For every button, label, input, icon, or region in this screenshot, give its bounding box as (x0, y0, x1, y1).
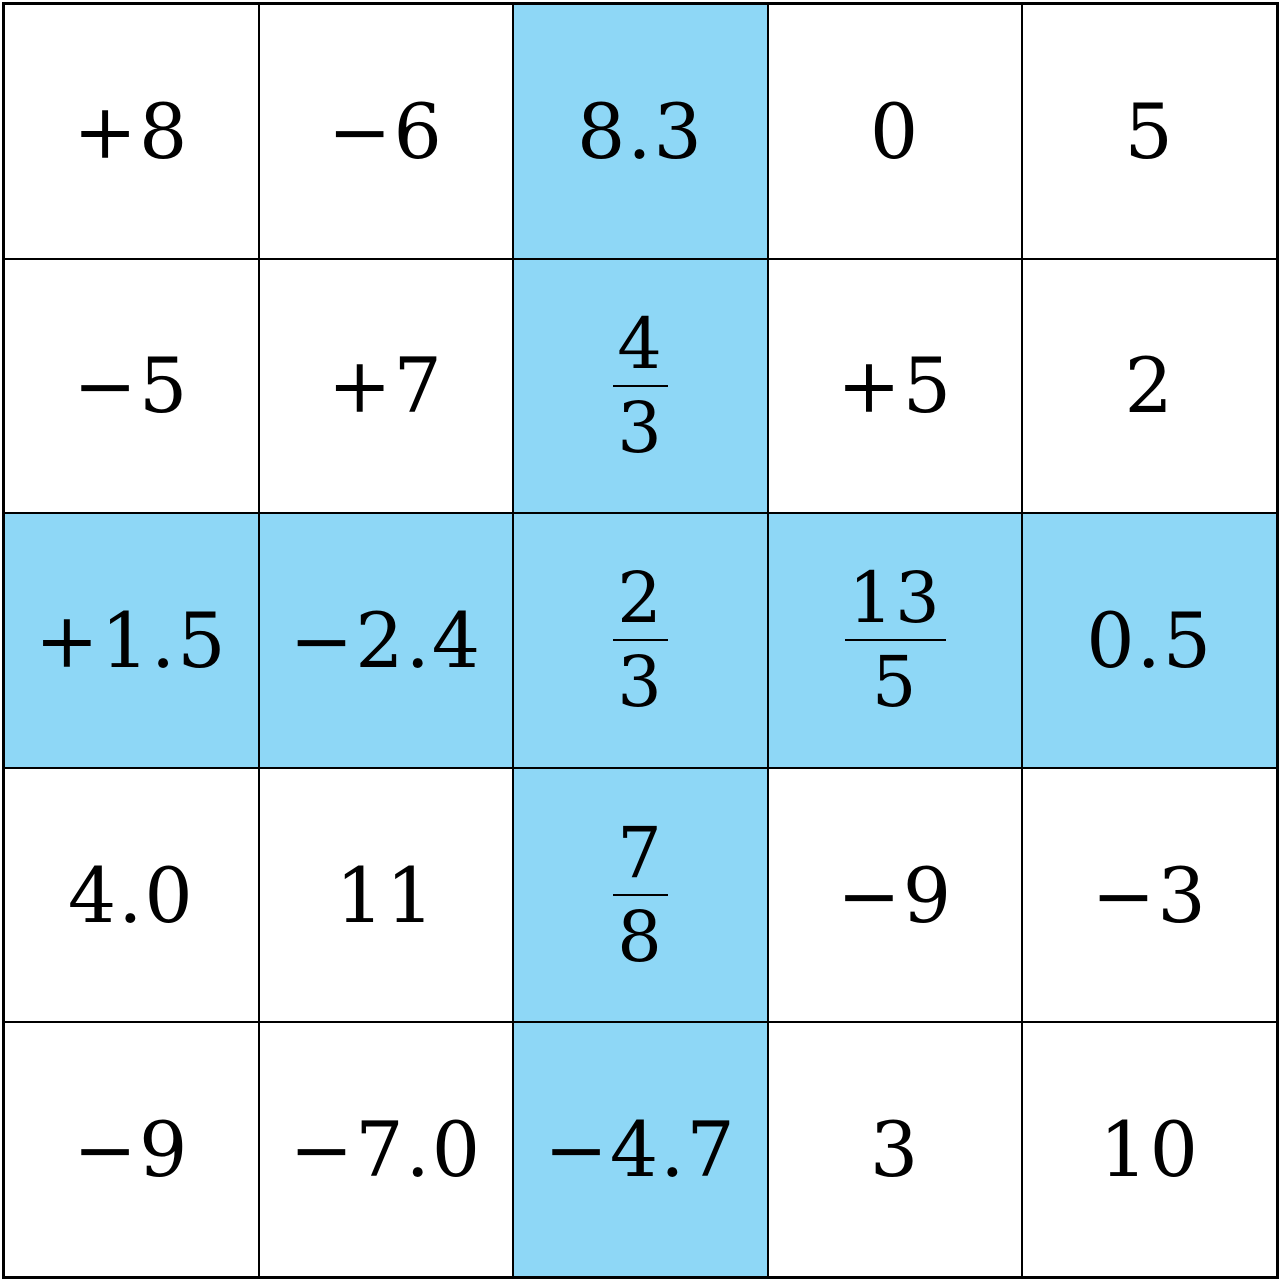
grid-cell-r3-c1: +1.5 (3, 512, 260, 769)
cell-value: +8 (73, 86, 190, 176)
grid-cell-r2-c2: +7 (257, 257, 515, 515)
cell-value: +7 (327, 341, 444, 431)
cell-value: 11 (335, 850, 437, 940)
cell-value: +5 (837, 341, 954, 431)
grid-cell-r5-c2: −7.0 (257, 1021, 515, 1278)
cell-value: 10 (1099, 1105, 1201, 1195)
grid-cell-r2-c5: 2 (1021, 257, 1278, 515)
cell-value: 8.3 (577, 86, 704, 176)
fraction-numerator: 13 (848, 557, 942, 640)
fraction-denominator: 8 (617, 896, 664, 979)
cell-value: −7.0 (289, 1105, 483, 1195)
cell-value: −9 (837, 850, 954, 940)
cell-value: +1.5 (35, 595, 228, 685)
grid-cell-r3-c5: 0.5 (1021, 512, 1278, 769)
cell-value: 5 (1124, 86, 1175, 176)
grid-cell-r5-c3: −4.7 (512, 1021, 769, 1278)
fraction-bar (613, 384, 668, 387)
fraction-numerator: 7 (617, 812, 664, 895)
grid-cell-r5-c4: 3 (766, 1021, 1024, 1278)
fraction-denominator: 3 (617, 641, 664, 724)
fraction-bar (613, 894, 668, 897)
fraction-numerator: 4 (617, 302, 664, 385)
grid-cell-r5-c5: 10 (1021, 1021, 1278, 1278)
cell-value: −4.7 (544, 1105, 737, 1195)
cell-value: −5 (73, 341, 190, 431)
cell-value: 4.0 (67, 850, 195, 940)
cell-value: 0 (869, 86, 921, 176)
grid-cell-r1-c2: −6 (257, 3, 515, 260)
fraction-denominator: 5 (871, 641, 919, 724)
grid-cell-r4-c4: −9 (766, 766, 1024, 1024)
cell-value: −9 (73, 1105, 190, 1195)
fraction-numerator: 2 (617, 557, 664, 640)
fraction-bar (844, 639, 946, 642)
cell-value: 2 (1124, 341, 1175, 431)
cell-value: −6 (327, 86, 444, 176)
grid-cell-r2-c1: −5 (3, 257, 260, 515)
cell-value: −3 (1091, 850, 1208, 940)
grid-cell-r4-c5: −3 (1021, 766, 1278, 1024)
grid-cell-r4-c1: 4.0 (3, 766, 260, 1024)
grid-cell-r3-c2: −2.4 (257, 512, 515, 769)
fraction-bar (613, 639, 668, 642)
grid-cell-r5-c1: −9 (3, 1021, 260, 1278)
grid-cell-r2-c4: +5 (766, 257, 1024, 515)
cell-value: −2.4 (289, 595, 483, 685)
grid-cell-r1-c4: 0 (766, 3, 1024, 260)
fraction-denominator: 3 (617, 386, 664, 469)
grid-cell-r4-c2: 11 (257, 766, 515, 1024)
grid-cell-r1-c1: +8 (3, 3, 260, 260)
grid-cell-r1-c5: 5 (1021, 3, 1278, 260)
grid-cell-r1-c3: 8.3 (512, 3, 769, 260)
cell-value: 3 (869, 1105, 921, 1195)
cell-value: 0.5 (1086, 595, 1214, 685)
